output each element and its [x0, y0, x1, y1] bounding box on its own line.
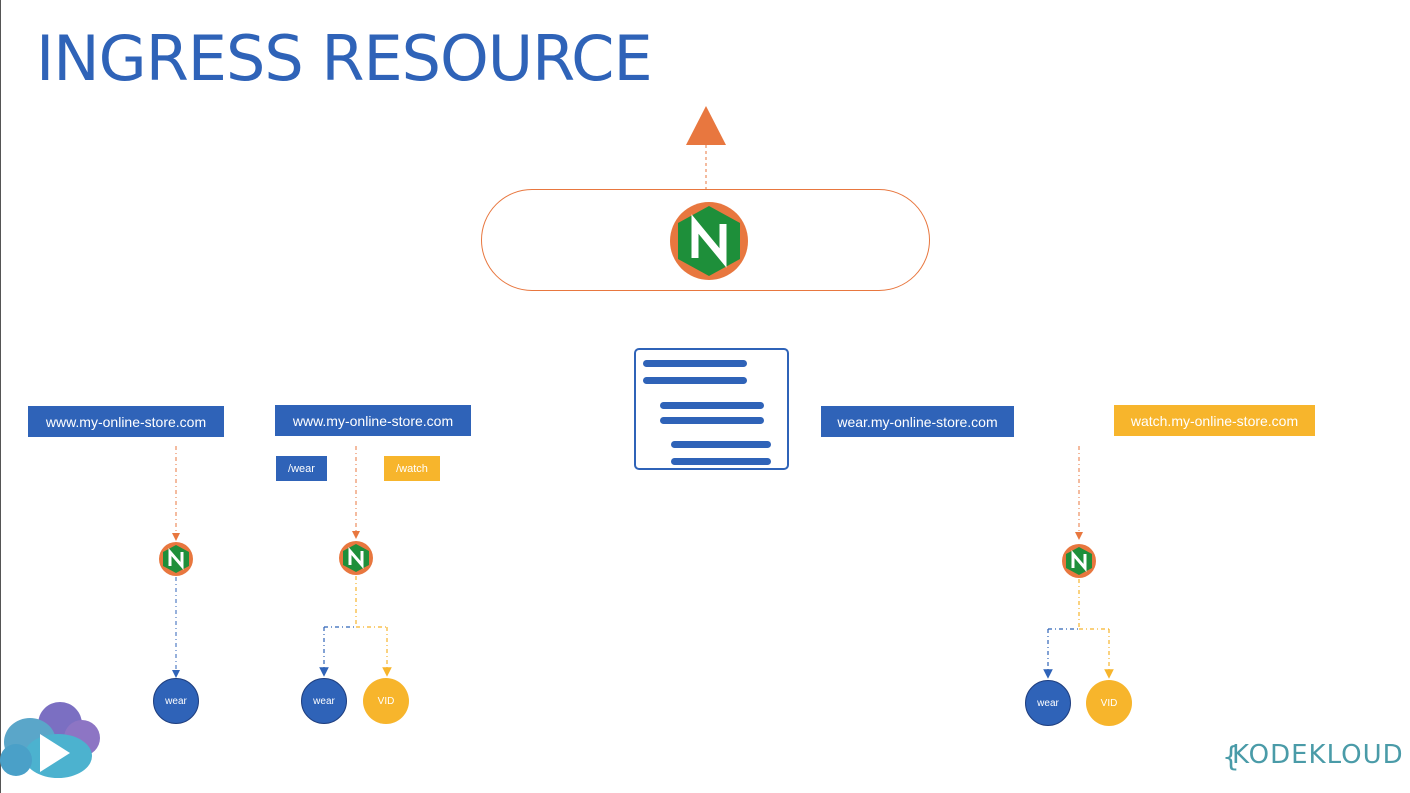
cloud-play-logo-icon — [0, 702, 100, 778]
doc-line — [643, 377, 747, 384]
host-label-www-1: www.my-online-store.com — [28, 406, 224, 437]
kodekloud-logo: KODEKLOUD — [1232, 740, 1404, 770]
path-label-wear: /wear — [276, 456, 327, 481]
doc-line — [643, 360, 747, 367]
path-label-watch: /watch — [384, 456, 440, 481]
nginx-icon-c — [1062, 544, 1096, 578]
nginx-icon-a — [159, 542, 193, 576]
nginx-icon-b — [339, 541, 373, 575]
nginx-large-icon — [670, 202, 748, 280]
host-label-watch: watch.my-online-store.com — [1114, 405, 1315, 436]
service-vid-b: VID — [363, 678, 409, 724]
up-arrow-icon — [686, 106, 726, 145]
ingress-controller-pill — [481, 189, 930, 291]
doc-line — [660, 402, 764, 409]
service-wear-c: wear — [1025, 680, 1071, 726]
doc-line — [660, 417, 764, 424]
doc-line — [671, 441, 771, 448]
service-vid-c: VID — [1086, 680, 1132, 726]
left-border — [0, 0, 1, 793]
service-wear-b: wear — [301, 678, 347, 724]
host-label-wear: wear.my-online-store.com — [821, 406, 1014, 437]
slide-title: INGRESS RESOURCE — [36, 22, 653, 95]
service-wear-a: wear — [153, 678, 199, 724]
doc-line — [671, 458, 771, 465]
ingress-resource-document-icon — [634, 348, 789, 470]
kodekloud-brace-left-icon: { — [1222, 740, 1240, 773]
host-label-www-2: www.my-online-store.com — [275, 405, 471, 436]
